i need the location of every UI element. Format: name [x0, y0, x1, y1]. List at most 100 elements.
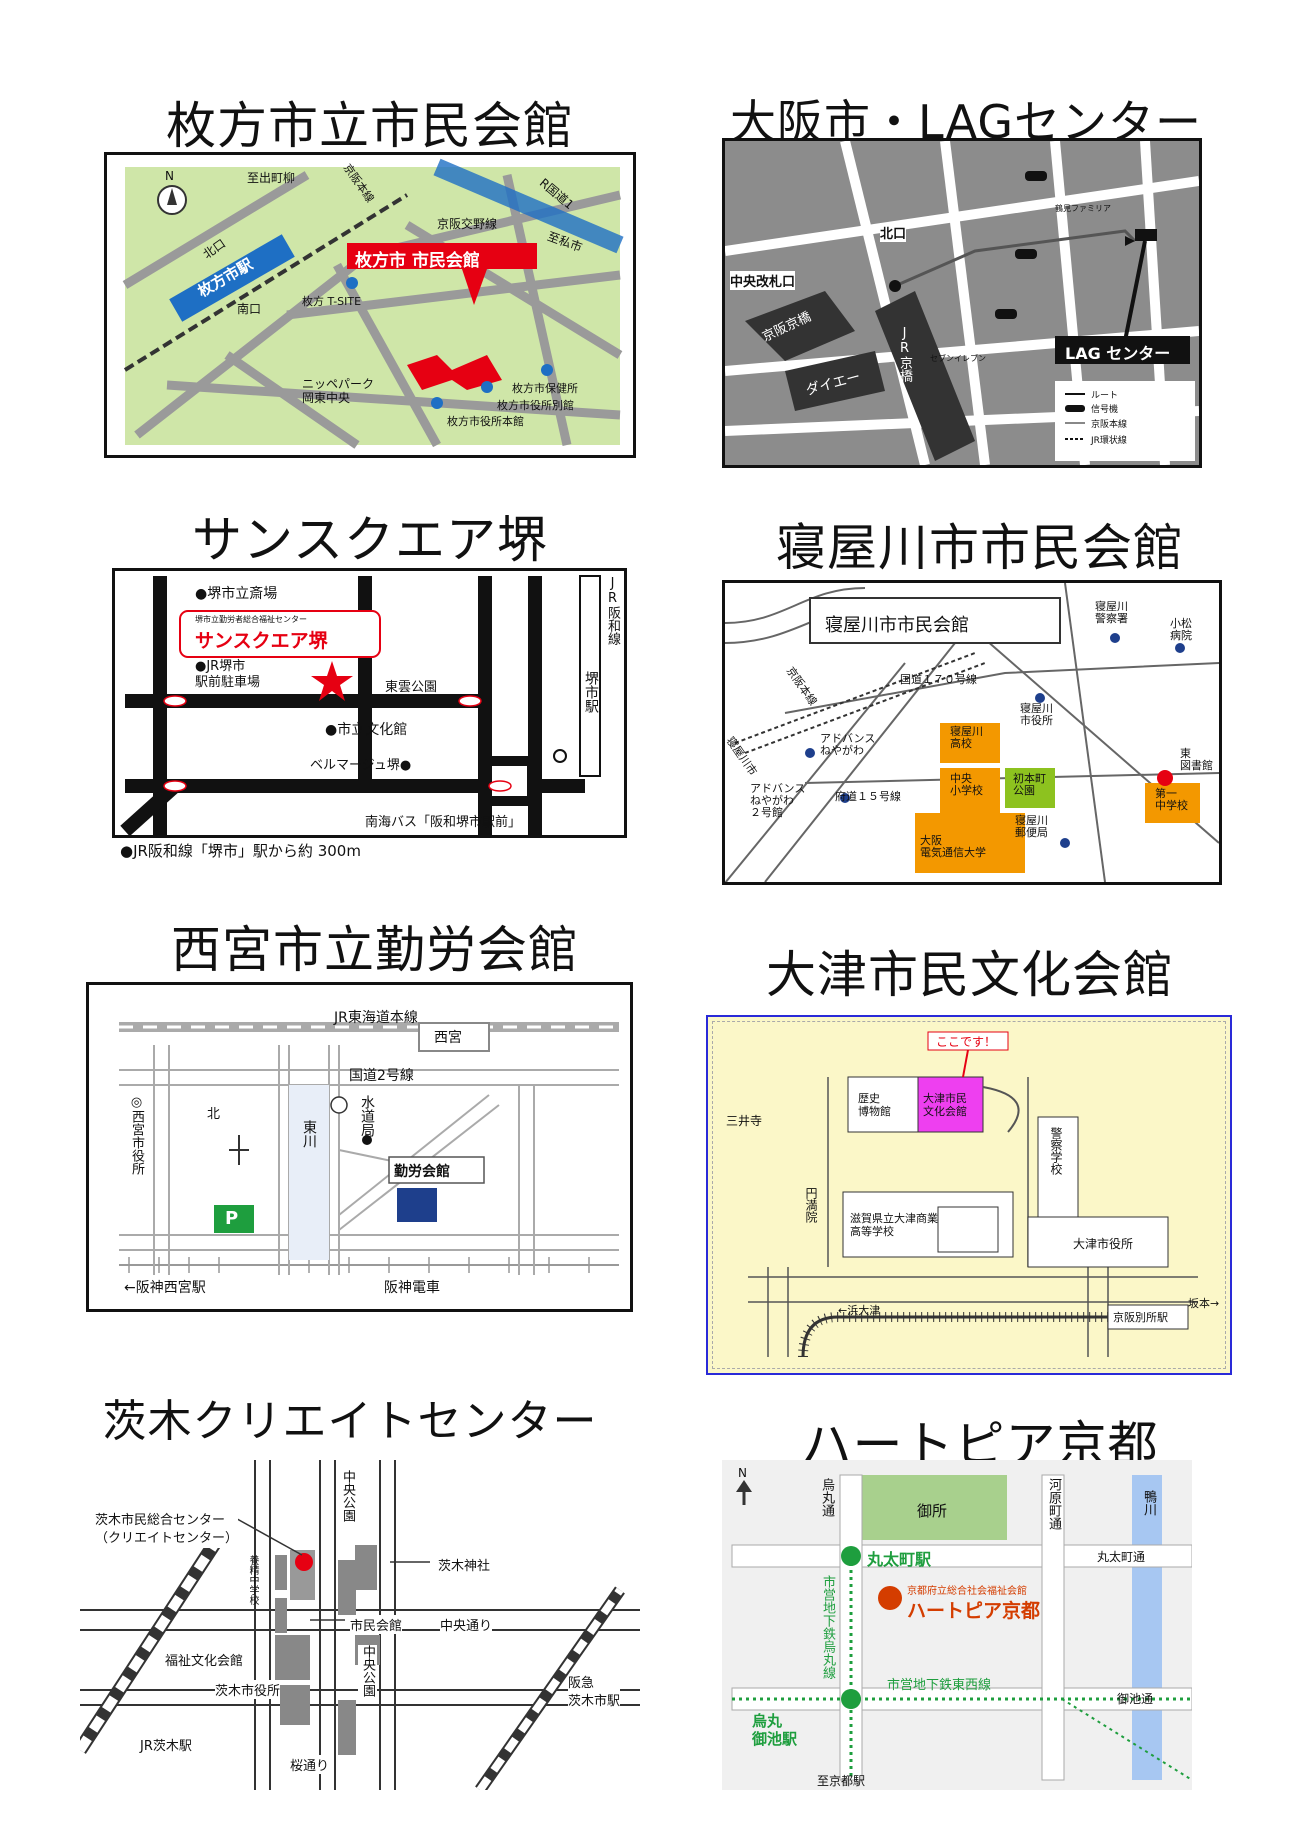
label-kitaguchi: 北口	[880, 223, 907, 242]
label-cityhall: ◎西宮市役所	[129, 1095, 144, 1175]
label-hanshin-st: ←阪神西宮駅	[124, 1280, 206, 1296]
label-lag: LAG センター	[1065, 344, 1171, 363]
label-saijo: ●堺市立斎場	[195, 586, 278, 602]
label-kokudo: 国道１７０号線	[900, 673, 977, 686]
map-otsu-drawing	[748, 1031, 1198, 1358]
label-tozai: 市営地下鉄東西線	[887, 1678, 992, 1693]
legend-jr: JR環状線	[1091, 436, 1127, 446]
label-kita: 北	[207, 1107, 221, 1122]
label-tsite: 枚方 T-SITE	[302, 295, 362, 308]
label-katano-line: 京阪交野線	[437, 217, 498, 231]
label-gosho: 御所	[917, 1502, 948, 1520]
label-adv2: アドバンス ねやがわ ２号館	[750, 782, 806, 819]
label-adv1: アドバンス ねやがわ	[820, 732, 876, 757]
tsite-dot	[346, 277, 358, 289]
label-kyoto: 至京都駅	[817, 1774, 866, 1788]
label-school: 滋賀県立大津商業 高等学校	[850, 1212, 938, 1238]
label-fuedo: 府道１５号線	[835, 790, 901, 803]
legend-route: ルート	[1091, 391, 1119, 401]
label-subway-line: 市営地下鉄烏丸線	[820, 1575, 835, 1679]
map-hirakata-drawing	[122, 158, 624, 449]
label-kokudo: 国道2号線	[349, 1068, 414, 1084]
map-heartpia: N 烏丸通 御所 河原町通 鴨川 丸太町駅 丸太町通 市営地下鉄烏丸線 京都府立…	[722, 1460, 1192, 1790]
label-hall-sub: 京都府立総合社会福祉会館	[907, 1586, 1027, 1597]
title-otsu: 大津市民文化会館	[766, 946, 1174, 1004]
label-hokenjo: 枚方市保健所	[512, 382, 578, 395]
label-sunsquare: サンスクエア堺	[195, 630, 328, 652]
label-bus: 南海バス「阪和堺市駅前」	[365, 815, 522, 830]
label-miidera: 三井寺	[726, 1114, 763, 1128]
label-jr: JR東海道本線	[334, 1010, 418, 1026]
label-kinro: 勤労会館	[394, 1164, 450, 1180]
label-sakamoto: 坂本→	[1188, 1297, 1220, 1310]
label-shrine: 茨木神社	[438, 1555, 491, 1574]
label-parking: P	[225, 1208, 239, 1229]
map-nishinomiya: JR東海道本線 西宮 国道2号線 ◎西宮市役所 北 東川 水道局 勤労会館 P …	[86, 982, 633, 1312]
label-honkan: 枚方市役所本館	[447, 415, 524, 428]
label-cityhall: 寝屋川 市役所	[1020, 702, 1053, 727]
label-jr-park: ●JR堺市 駅前駐車場	[195, 659, 261, 690]
map-lag-drawing	[725, 141, 1199, 465]
label-jr-hanwa: JR阪和線	[605, 576, 620, 645]
label-yosei: 養精中学校	[247, 1555, 258, 1605]
label-hospital: 小松 病院	[1170, 617, 1192, 642]
label-jr: JR茨木駅	[140, 1735, 192, 1754]
legend-signal: 信号機	[1091, 405, 1119, 415]
label-sakaishi-st: 堺市駅	[583, 671, 599, 713]
label-park: 初本町 公園	[1013, 772, 1046, 797]
label-suido: 水道局	[359, 1095, 375, 1137]
label-minamiguchi: 南口	[237, 302, 262, 316]
label-sub: 堺市立勤労者総合福祉センター	[195, 615, 307, 624]
label-park1: 中央公園	[338, 1470, 357, 1522]
label-hall: ハートピア京都	[907, 1600, 1041, 1622]
title-nishinomiya: 西宮市立勤労会館	[171, 921, 579, 979]
title-ibaraki: 茨木クリエイトセンター	[102, 1396, 598, 1447]
label-bunka: ●市立文化館	[325, 722, 408, 738]
label-chuo-dori: 中央通り	[440, 1615, 493, 1634]
map-nishinomiya-drawing	[119, 1022, 619, 1275]
label-jr-kyobashi: JR京橋	[897, 326, 912, 382]
label-kawaramachi: 河原町通	[1046, 1478, 1061, 1530]
star-marker	[311, 661, 353, 701]
label-cityhall: 大津市役所	[1073, 1237, 1134, 1251]
label-nippa: ニッペパーク 岡東中央	[302, 377, 375, 405]
label-cityhall: 茨木市役所	[215, 1680, 281, 1699]
label-koko: ここです！	[936, 1035, 997, 1049]
map-neyagawa: 寝屋川市市民会館 寝屋川 警察署 小松 病院 国道１７０号線 寝屋川 市役所 京…	[722, 580, 1222, 885]
label-chuo: 中央 小学校	[950, 772, 983, 797]
label-marutamachi-st: 丸太町駅	[867, 1550, 932, 1569]
title-neyagawa: 寝屋川市市民会館	[776, 519, 1184, 577]
label-karasuma: 烏丸通	[819, 1478, 834, 1517]
map-hirakata: N 至出町柳 京阪本線 R国道1 京阪交野線 至私市 北口 枚方市駅 南口 枚方…	[104, 152, 636, 458]
label-univ: 大阪 電気通信大学	[920, 834, 986, 859]
label-hall: 寝屋川市市民会館	[825, 615, 969, 636]
map-sunsquare-drawing	[120, 575, 601, 835]
map-ibaraki-drawing	[80, 1460, 640, 1790]
title-hirakata: 枚方市立市民会館	[166, 97, 574, 155]
label-bell: ベルマージュ堺●	[310, 758, 412, 773]
label-oike-st: 烏丸 御池駅	[752, 1712, 798, 1748]
label-nishinomiya: 西宮	[434, 1030, 462, 1046]
label-jhs: 第一 中学校	[1155, 787, 1188, 812]
label-hamaotsu: ←浜大津	[838, 1304, 881, 1317]
label-fukushi: 福祉文化会館	[165, 1650, 244, 1669]
map-sunsquare: ●堺市立斎場 堺市立勤労者総合福祉センター サンスクエア堺 ●JR堺市 駅前駐車…	[112, 568, 627, 838]
title-sunsquare: サンスクエア堺	[192, 511, 548, 569]
label-familia: 鶴見ファミリア	[1055, 204, 1111, 213]
label-park2: 中央公園	[358, 1645, 377, 1697]
label-museum: 歴史 博物館	[858, 1092, 891, 1118]
map-neyagawa-drawing	[725, 583, 1219, 882]
legend-keihan: 京阪本線	[1091, 420, 1128, 430]
map-lag: 北口 中央改札口 京阪京橋 JR京橋 ダイエー セブンイレブン 鶴見ファミリア …	[722, 138, 1202, 468]
label-enman: 円満院	[804, 1187, 818, 1223]
note-sunsquare: ●JR阪和線「堺市」駅から約 300m	[120, 842, 361, 860]
label-hall: 枚方市 市民会館	[355, 251, 480, 271]
north-label: N	[165, 169, 174, 183]
label-shimin: 市民会館	[350, 1615, 403, 1634]
label-oike: 御池通	[1117, 1692, 1154, 1706]
map-otsu: ここです！ 三井寺 歴史 博物館 大津市民 文化会館 警察学校 円満院 滋賀県立…	[706, 1015, 1232, 1375]
label-higashikumo: 東雲公園	[385, 680, 438, 695]
map-heartpia-drawing	[731, 1474, 1192, 1781]
label-chuo: 中央改札口	[730, 271, 796, 290]
label-station: 京阪別所駅	[1113, 1311, 1168, 1324]
